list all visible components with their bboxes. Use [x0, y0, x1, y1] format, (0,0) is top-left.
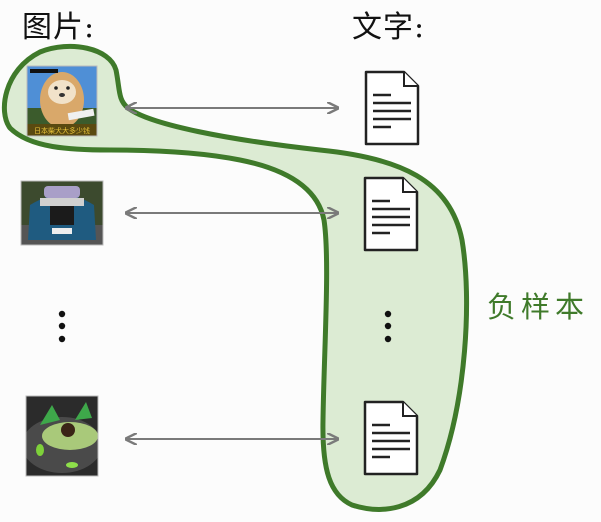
- texts-heading: 文字:: [352, 10, 426, 45]
- texts-ellipsis: [384, 310, 392, 343]
- dog-image-caption: 日本柴犬大多少钱: [34, 126, 90, 135]
- shiba-dog-image: [27, 66, 97, 136]
- document-icon: [363, 176, 419, 252]
- negative-samples-label: 负样本: [487, 290, 590, 324]
- rolls-royce-car-image: [21, 181, 103, 245]
- images-ellipsis: [58, 310, 66, 343]
- document-icon: [363, 400, 419, 476]
- avocado-image: [26, 396, 98, 476]
- images-heading: 图片:: [22, 10, 96, 45]
- negative-samples-outline: [1, 43, 470, 512]
- document-icon: [364, 70, 420, 146]
